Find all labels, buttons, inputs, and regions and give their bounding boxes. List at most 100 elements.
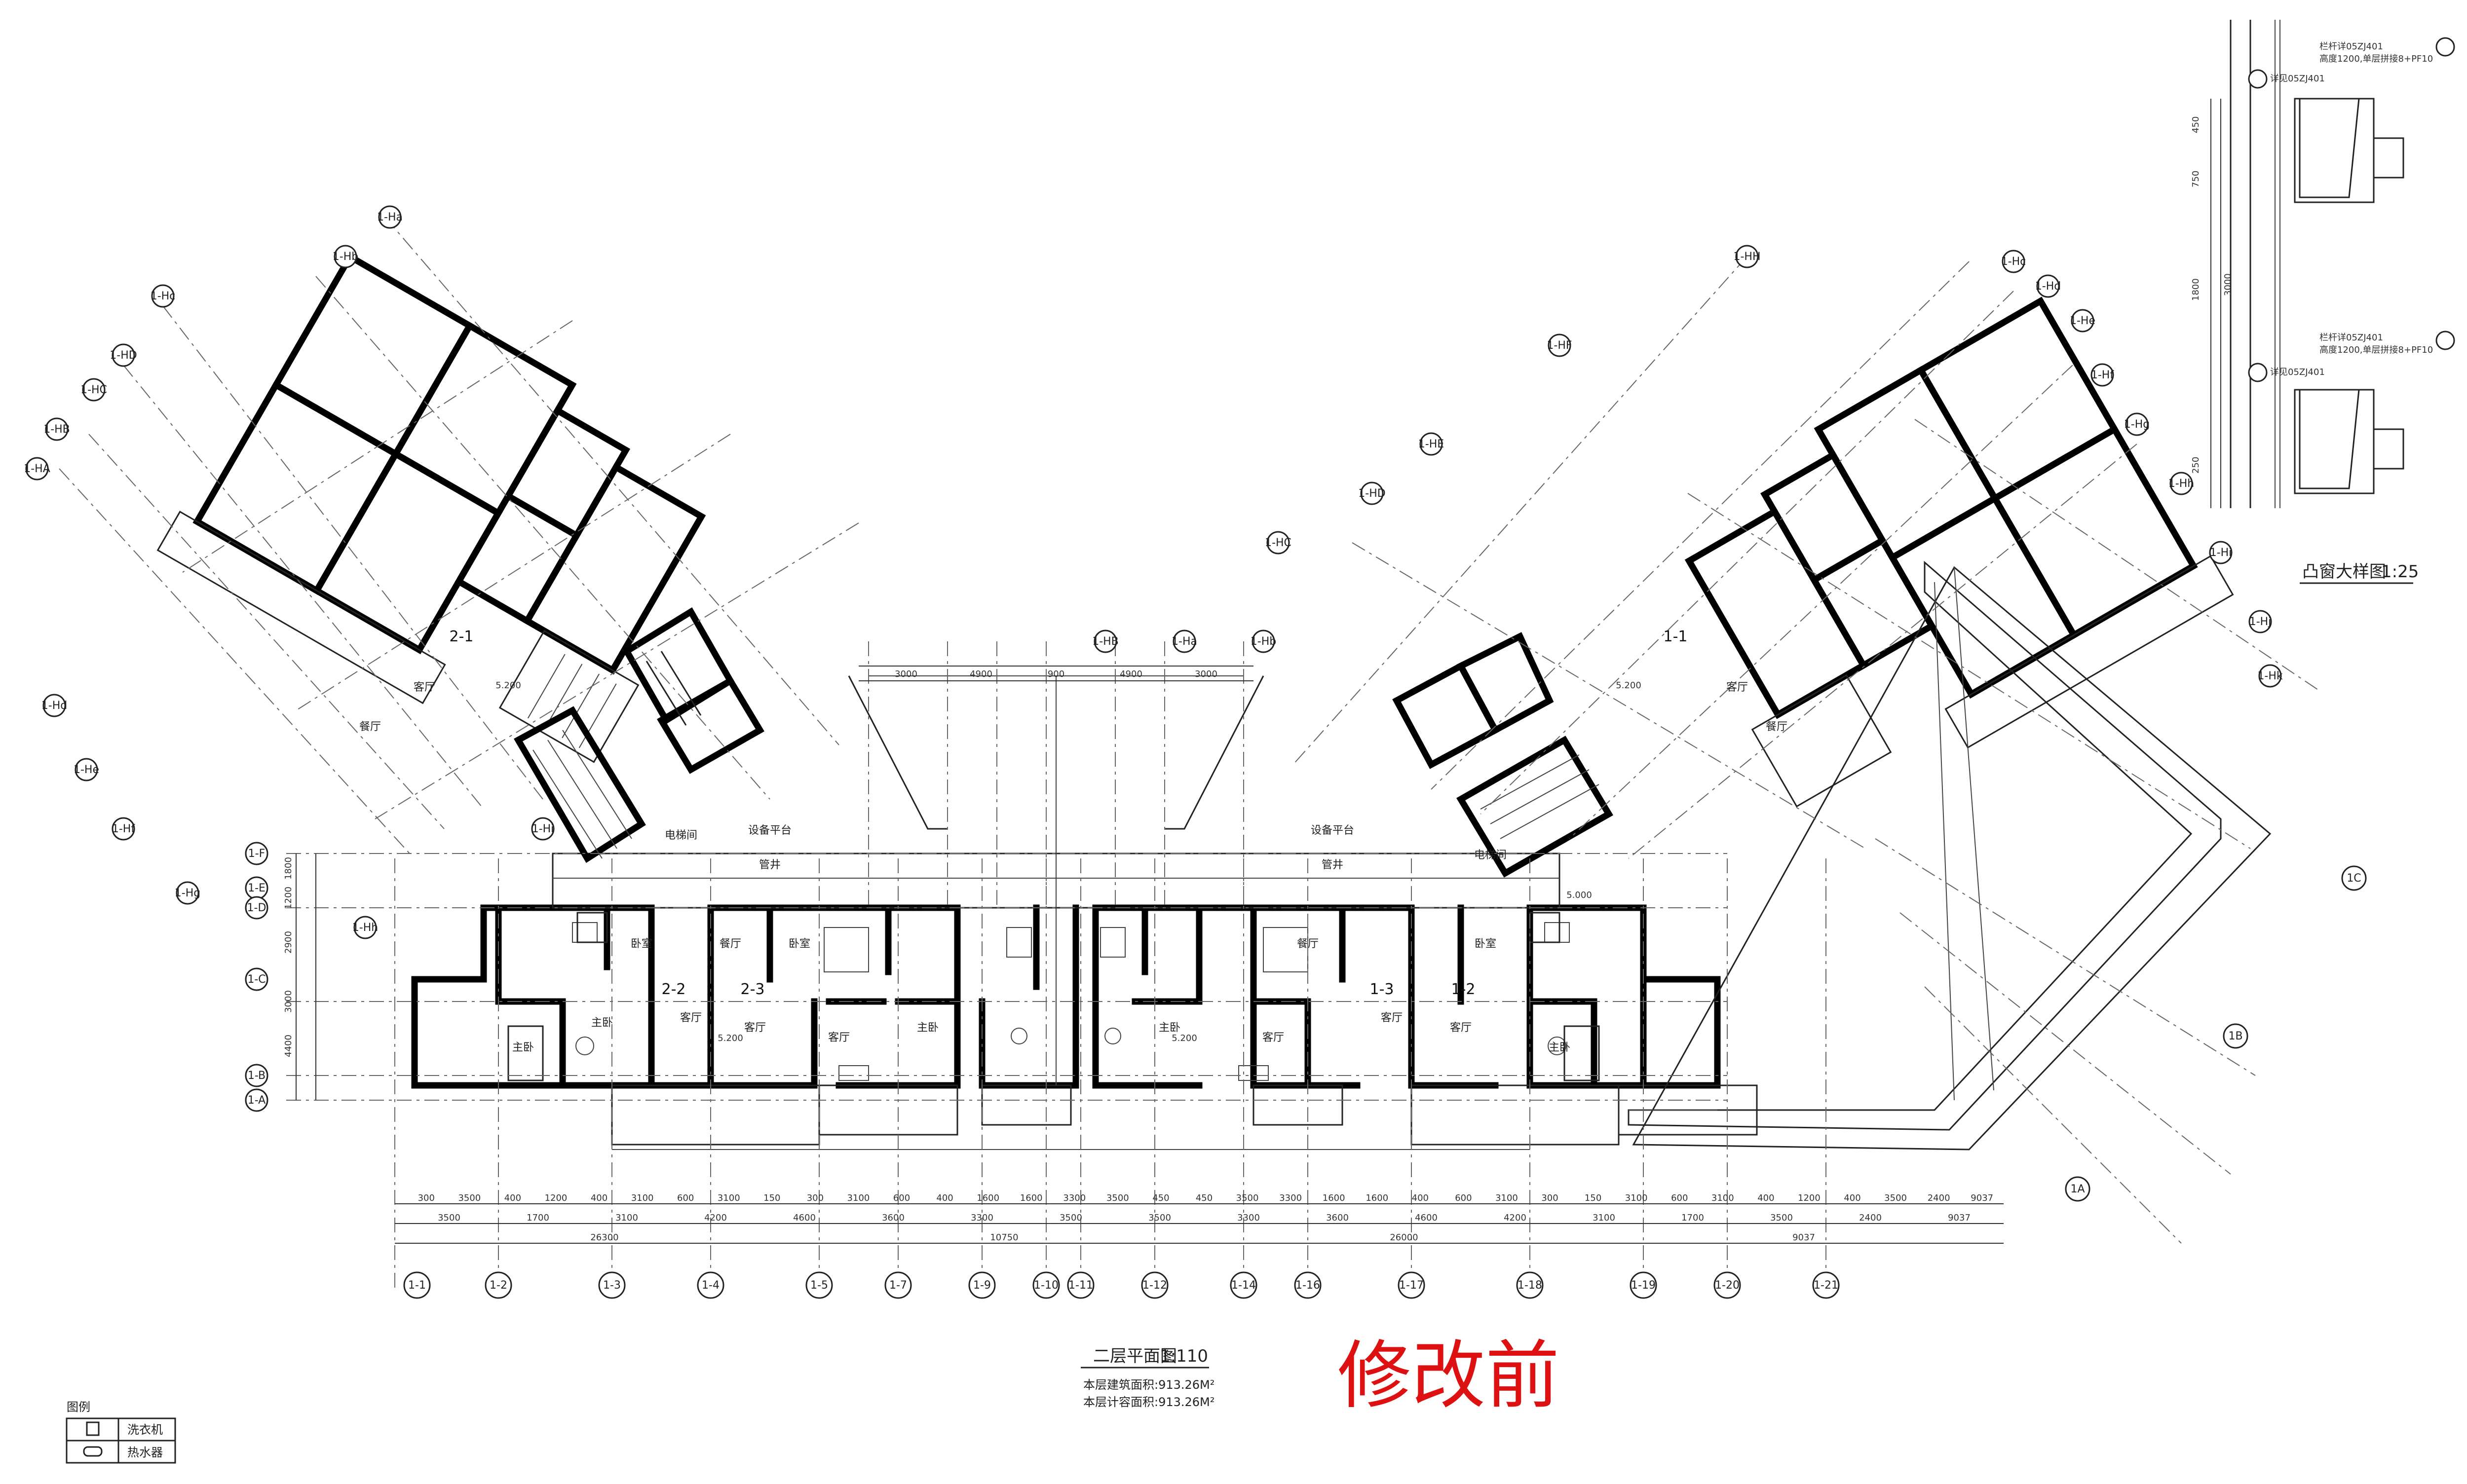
dimension-value: 4600 [1415, 1213, 1438, 1223]
grid-label: 1-19 [1631, 1279, 1656, 1292]
grid-label: 1-Hf [2091, 369, 2114, 381]
elevation-mark: 5.200 [718, 1033, 743, 1043]
grid-bubble: 1-Hh [2168, 472, 2194, 495]
grid-label: 1-HB [1092, 635, 1119, 648]
grid-label: 1-A [248, 1094, 266, 1107]
room-label: 客厅 [680, 1012, 702, 1024]
dimension-value: 1600 [1020, 1193, 1043, 1203]
grid-label: 1-Ha [1172, 635, 1197, 648]
room-label: 管井 [1322, 859, 1343, 871]
right-terrace [1628, 560, 2272, 1150]
grid-bubble: 1-HD [1358, 482, 1386, 505]
dimension-value: 3500 [438, 1213, 460, 1223]
grid-bubble: 1-Hf [112, 817, 135, 841]
grid-bubble: 1-HB [1092, 630, 1119, 653]
grid-bubble: 1-Hb [1251, 630, 1276, 653]
grid-label: 1-Hb [333, 251, 358, 263]
grid-bubbles-left: 1-F1-E1-D1-C1-B1-A [245, 842, 268, 1112]
grid-bubble: 1-14 [1230, 1271, 1257, 1299]
grid-bubble: 1-Hj [2248, 610, 2272, 633]
grid-bubble: 1-3 [598, 1271, 626, 1299]
grid-bubble: 1-2 [485, 1271, 512, 1299]
central-block [411, 853, 1758, 1150]
water-heater-symbol-icon [83, 1446, 103, 1457]
dimension-value: 1600 [977, 1193, 999, 1203]
dimension-value: 400 [1412, 1193, 1429, 1203]
grid-bubble: 1-12 [1141, 1271, 1169, 1299]
unit-number: 2-2 [662, 981, 686, 998]
grid-bubble: 1-HD [110, 343, 137, 367]
grid-bubble: 1-Hc [2001, 250, 2026, 273]
dimension-value: 3300 [1279, 1193, 1302, 1203]
grid-bubble: 1-5 [805, 1271, 833, 1299]
grid-bubble: 1-HC [1265, 531, 1291, 555]
grid-label: 1-HD [110, 349, 137, 362]
room-label: 主卧 [512, 1041, 534, 1054]
grid-label: 1B [2228, 1030, 2242, 1042]
bay-window-detail: 栏杆详05ZJ401 高度1200,单层拼接8+PF10 详见05ZJ401 栏… [2191, 20, 2455, 584]
central-void [848, 675, 1264, 1085]
grid-bubble: 1-B [245, 1064, 268, 1087]
grid-bubble: 1-16 [1294, 1271, 1322, 1299]
grid-label: 1-4 [702, 1279, 720, 1292]
grid-bubble: 1-HE [1418, 432, 1444, 456]
legend-title: 图例 [67, 1400, 90, 1414]
dimension-value: 3100 [1495, 1193, 1518, 1203]
dimension-value: 4400 [283, 1035, 294, 1057]
grid-bubble: 1-HC [80, 378, 107, 402]
grid-bubbles-right: 1C 1B 1A [2065, 865, 2367, 1202]
grid-label: 1-Hb [1251, 635, 1276, 648]
room-label: 卧室 [631, 938, 652, 950]
grid-label: 1-E [248, 882, 266, 894]
grid-bubble: 1-Ha [377, 205, 403, 229]
detail-dim-750: 750 [2191, 171, 2201, 187]
elevation-mark: 5.200 [1616, 680, 1641, 691]
grid-label: 1-Hh [352, 922, 378, 934]
dimension-value: 3000 [283, 990, 294, 1013]
dimension-value: 1200 [283, 887, 294, 909]
dimension-value: 3500 [1148, 1213, 1171, 1223]
grid-label: 1-HE [1418, 438, 1444, 450]
dimension-value: 3500 [1106, 1193, 1129, 1203]
room-label: 卧室 [1475, 938, 1496, 950]
grid-label: 1-Hd [2035, 280, 2061, 293]
dimension-value: 1600 [1323, 1193, 1345, 1203]
drawing-title: 二层平面图 [1093, 1346, 1177, 1366]
grid-bubble: 1-D [245, 896, 268, 920]
drawing-title-block: 二层平面图 1:110 本层建筑面积:913.26M² 本层计容面积:913.2… [1081, 1333, 1559, 1419]
grid-label: 1C [2347, 872, 2361, 885]
dimension-value: 150 [763, 1193, 780, 1203]
grid-bubble: 1-Hc [151, 284, 175, 308]
dimension-value: 3500 [1060, 1213, 1082, 1223]
grid-bubble: 1-HA [24, 457, 50, 481]
grid-label: 1-He [74, 764, 99, 776]
grid-label: 1-Hg [2124, 418, 2150, 431]
dimension-value: 600 [1455, 1193, 1472, 1203]
grid-bubbles-left-wing: 1-Ha1-Hb1-Hc1-HD1-HC1-HB1-HA1-Hd1-He1-Hf… [24, 205, 555, 939]
grid-label: 1A [2070, 1183, 2085, 1195]
area-building: 本层建筑面积:913.26M² [1083, 1378, 1215, 1392]
room-label: 餐厅 [1297, 938, 1319, 950]
dimension-value: 3000 [1195, 669, 1217, 679]
grid-bubble: 1A [2065, 1176, 2090, 1202]
dimension-value: 400 [504, 1193, 521, 1203]
grid-label: 1-HA [24, 463, 50, 475]
dimension-value: 3100 [718, 1193, 740, 1203]
grid-label: 1-HD [1358, 487, 1385, 500]
unit-number: 1-3 [1370, 981, 1394, 998]
elevation-mark: 5.200 [1172, 1033, 1197, 1043]
dimension-value: 3100 [847, 1193, 870, 1203]
detail-note-1b: 栏杆详05ZJ401 [2319, 333, 2383, 343]
grid-label: 1-16 [1295, 1279, 1320, 1292]
room-label: 主卧 [591, 1017, 613, 1029]
dimension-value: 1200 [1798, 1193, 1821, 1203]
legend-washer: 洗衣机 [127, 1423, 163, 1437]
right-core [1392, 632, 1613, 878]
grid-label: 1-17 [1399, 1279, 1424, 1292]
grid-label: 1-2 [490, 1279, 507, 1292]
dimension-value: 3100 [1593, 1213, 1615, 1223]
drawing-scale: 1:110 [1160, 1346, 1208, 1366]
dimension-value: 3500 [1236, 1193, 1259, 1203]
